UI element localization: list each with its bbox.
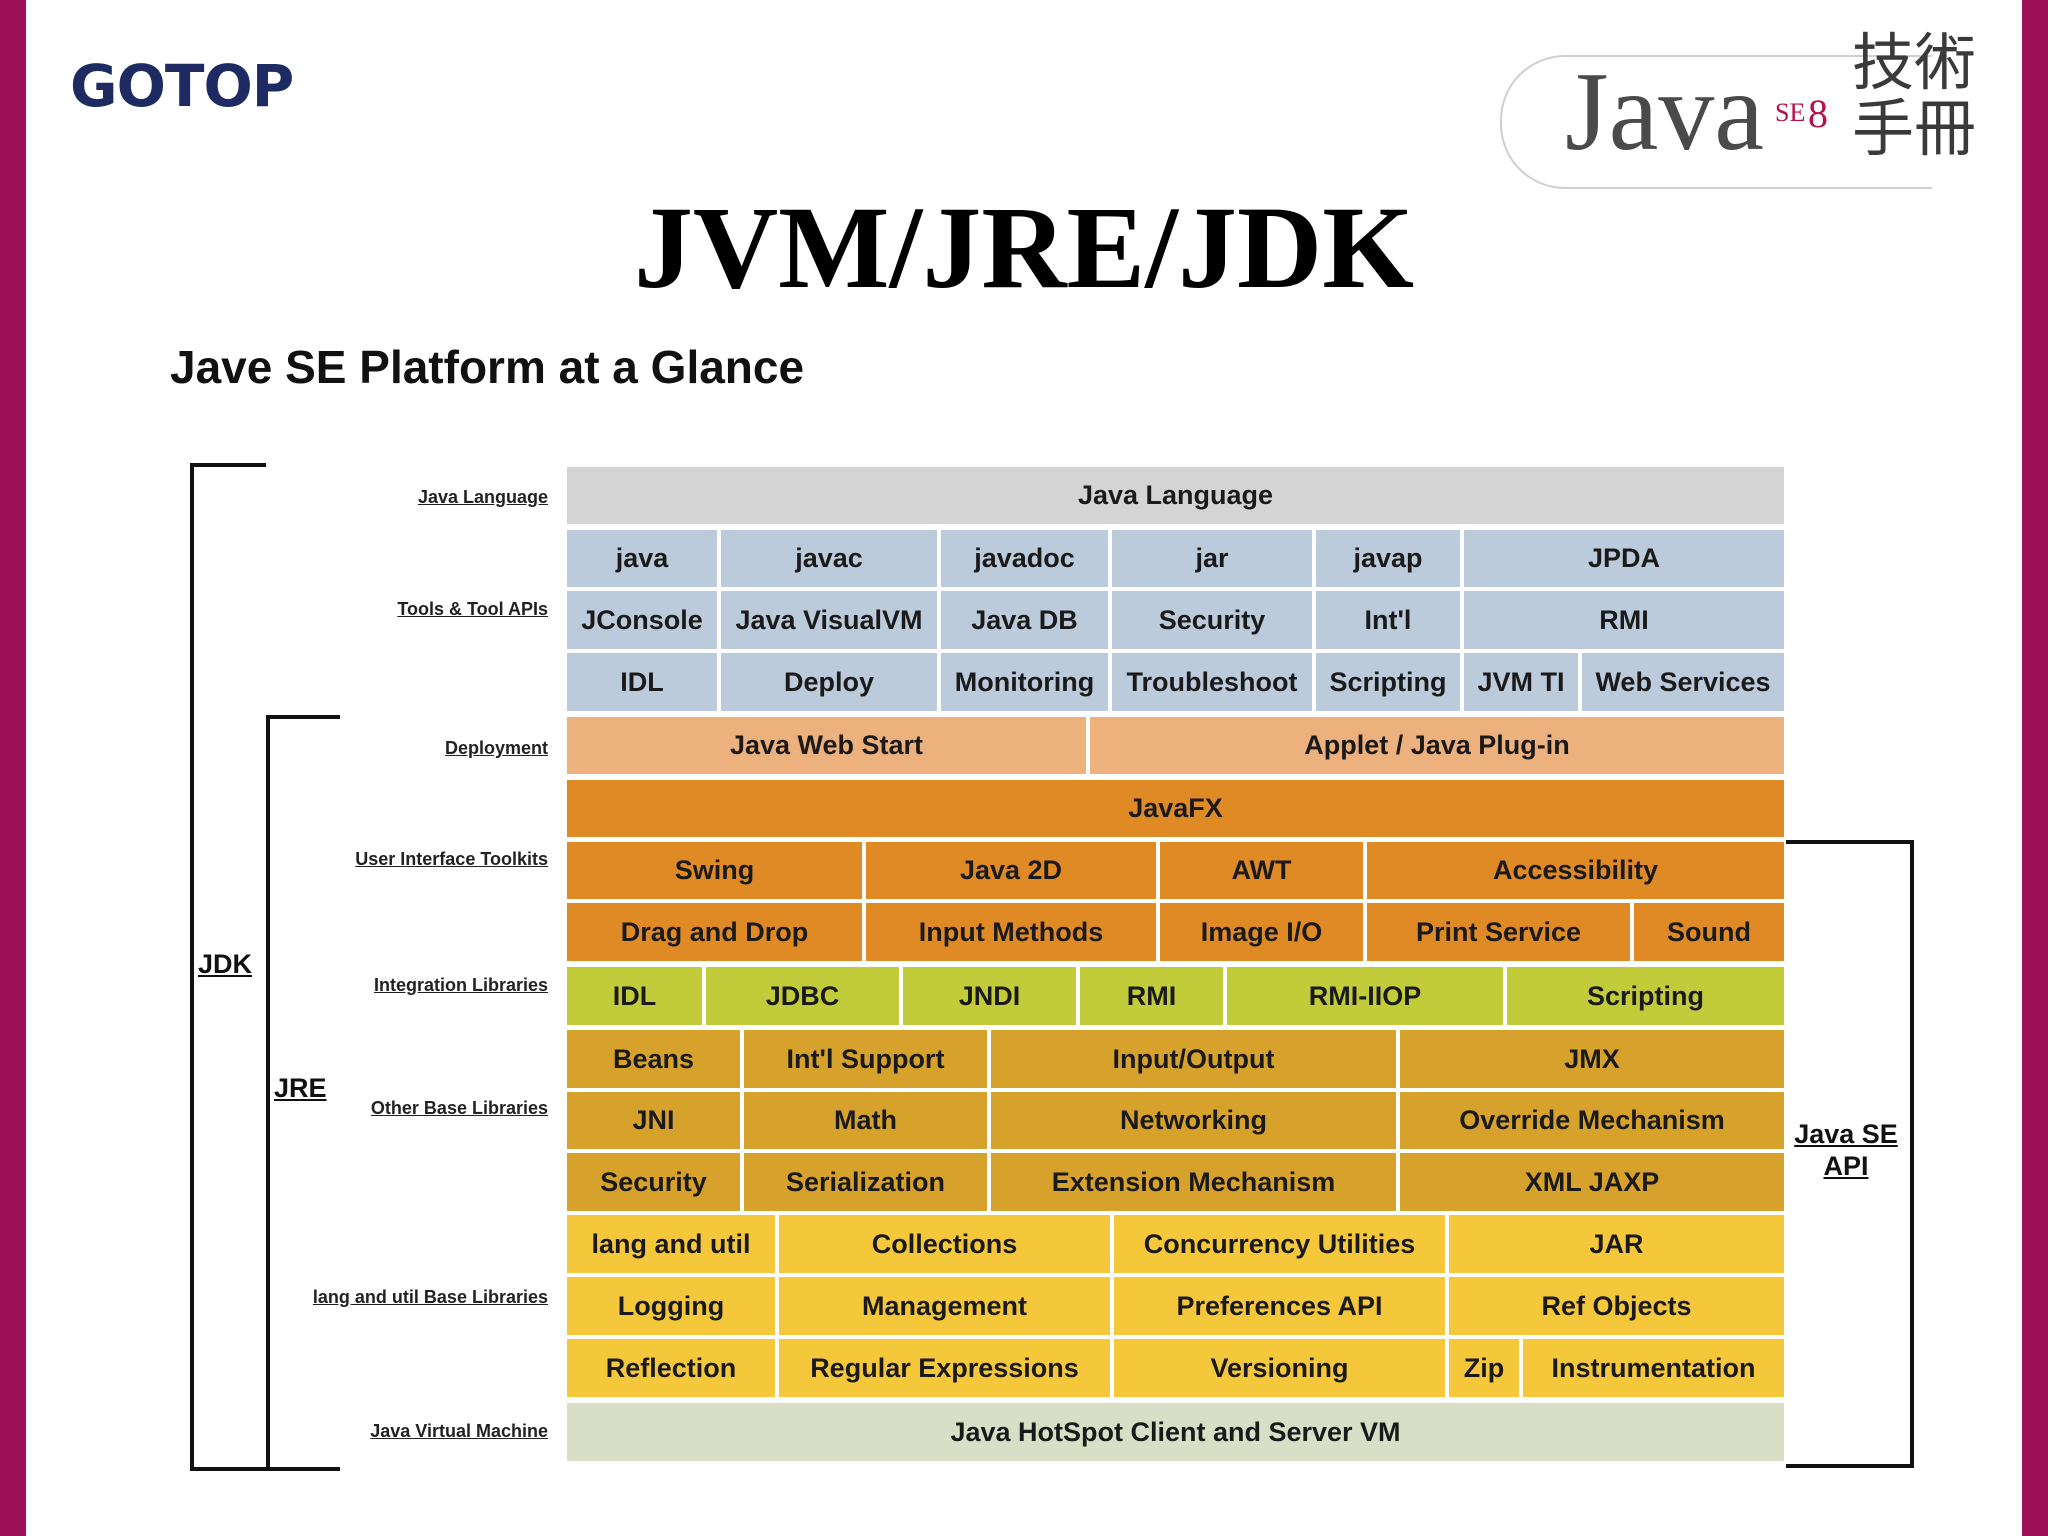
cell-intl-support: Int'l Support xyxy=(744,1030,987,1088)
jdk-label: JDK xyxy=(198,948,253,980)
cell-override-mechanism: Override Mechanism xyxy=(1400,1092,1784,1149)
left-frame-bar xyxy=(0,0,26,1536)
cell-monitoring: Monitoring xyxy=(941,653,1108,711)
cell-extension-mechanism: Extension Mechanism xyxy=(991,1153,1396,1211)
java-badge-version: 8 xyxy=(1808,91,1828,136)
jre-label: JRE xyxy=(274,1072,327,1104)
jdk-bracket xyxy=(190,463,266,1471)
cell-drag-and-drop: Drag and Drop xyxy=(567,903,862,961)
java-badge-word: Java xyxy=(1565,50,1765,174)
cell-javap: javap xyxy=(1316,530,1460,587)
cell-networking: Networking xyxy=(991,1092,1396,1149)
row-label-deployment: Deployment xyxy=(444,738,548,758)
slide-title: JVM/JRE/JDK xyxy=(633,182,1415,313)
row-label-jvm: Java Virtual Machine xyxy=(370,1421,548,1441)
cell-javac: javac xyxy=(721,530,937,587)
cell-rmi-tools: RMI xyxy=(1464,591,1784,649)
java-se8-badge xyxy=(1500,55,1932,189)
row-label-other-base: Other Base Libraries xyxy=(370,1098,548,1118)
cell-java-web-start: Java Web Start xyxy=(567,717,1086,774)
cell-java: java xyxy=(567,530,717,587)
cell-serialization: Serialization xyxy=(744,1153,987,1211)
cell-management: Management xyxy=(779,1277,1110,1335)
cell-jar: jar xyxy=(1112,530,1312,587)
cell-reflection: Reflection xyxy=(567,1339,775,1397)
cell-java-language: Java Language xyxy=(567,467,1784,524)
cell-image-io: Image I/O xyxy=(1160,903,1363,961)
cell-collections: Collections xyxy=(779,1215,1110,1273)
cell-jar-lib: JAR xyxy=(1449,1215,1784,1273)
cell-rmi-iiop: RMI-IIOP xyxy=(1227,967,1503,1025)
cell-web-services: Web Services xyxy=(1582,653,1784,711)
cell-idl-tools: IDL xyxy=(567,653,717,711)
cell-java-2d: Java 2D xyxy=(866,842,1156,899)
cell-security-base: Security xyxy=(567,1153,740,1211)
cell-logging: Logging xyxy=(567,1277,775,1335)
row-label-ui-toolkits: User Interface Toolkits xyxy=(355,849,548,869)
cell-jdbc: JDBC xyxy=(706,967,899,1025)
cell-java-visualvm: Java VisualVM xyxy=(721,591,937,649)
cell-input-output: Input/Output xyxy=(991,1030,1396,1088)
gotop-logo: GOTOP xyxy=(70,52,294,120)
cell-jndi: JNDI xyxy=(903,967,1076,1025)
cell-javafx: JavaFX xyxy=(567,780,1784,837)
diagram-subtitle: Jave SE Platform at a Glance xyxy=(170,341,805,393)
cell-ref-objects: Ref Objects xyxy=(1449,1277,1784,1335)
cell-zip: Zip xyxy=(1449,1339,1519,1397)
cell-scripting-tools: Scripting xyxy=(1316,653,1460,711)
cell-concurrency-utilities: Concurrency Utilities xyxy=(1114,1215,1445,1273)
right-frame-bar xyxy=(2022,0,2048,1536)
cell-xml-jaxp: XML JAXP xyxy=(1400,1153,1784,1211)
java-badge-chinese: 技術手冊 xyxy=(1852,26,1977,165)
java-badge-se: SE xyxy=(1775,98,1806,127)
cell-intl-tools: Int'l xyxy=(1316,591,1460,649)
cell-preferences-api: Preferences API xyxy=(1114,1277,1445,1335)
java-se-api-label: Java SE API xyxy=(1790,1118,1902,1182)
cell-idl-integration: IDL xyxy=(567,967,702,1025)
cell-print-service: Print Service xyxy=(1367,903,1630,961)
cell-instrumentation: Instrumentation xyxy=(1523,1339,1784,1397)
row-label-java-language: Java Language xyxy=(417,487,548,507)
cell-jmx: JMX xyxy=(1400,1030,1784,1088)
cell-swing: Swing xyxy=(567,842,862,899)
cell-jni: JNI xyxy=(567,1092,740,1149)
cell-javadoc: javadoc xyxy=(941,530,1108,587)
cell-accessibility: Accessibility xyxy=(1367,842,1784,899)
java-se-api-bracket xyxy=(1786,840,1914,1468)
cell-deploy: Deploy xyxy=(721,653,937,711)
cell-jconsole: JConsole xyxy=(567,591,717,649)
cell-awt: AWT xyxy=(1160,842,1363,899)
row-label-tools: Tools & Tool APIs xyxy=(397,599,548,619)
cell-troubleshoot: Troubleshoot xyxy=(1112,653,1312,711)
cell-applet-plugin: Applet / Java Plug-in xyxy=(1090,717,1784,774)
cell-sound: Sound xyxy=(1634,903,1784,961)
cell-rmi-integration: RMI xyxy=(1080,967,1223,1025)
row-label-integration: Integration Libraries xyxy=(373,975,548,995)
cell-java-db: Java DB xyxy=(941,591,1108,649)
cell-security-tools: Security xyxy=(1112,591,1312,649)
cell-beans: Beans xyxy=(567,1030,740,1088)
cell-versioning: Versioning xyxy=(1114,1339,1445,1397)
cell-math: Math xyxy=(744,1092,987,1149)
cell-scripting-integration: Scripting xyxy=(1507,967,1784,1025)
jre-bracket xyxy=(266,715,340,1471)
row-label-lang-util: lang and util Base Libraries xyxy=(312,1287,548,1307)
cell-regular-expressions: Regular Expressions xyxy=(779,1339,1110,1397)
cell-jpda: JPDA xyxy=(1464,530,1784,587)
cell-jvm-ti: JVM TI xyxy=(1464,653,1578,711)
cell-lang-and-util: lang and util xyxy=(567,1215,775,1273)
cell-input-methods: Input Methods xyxy=(866,903,1156,961)
cell-hotspot-vm: Java HotSpot Client and Server VM xyxy=(567,1403,1784,1461)
